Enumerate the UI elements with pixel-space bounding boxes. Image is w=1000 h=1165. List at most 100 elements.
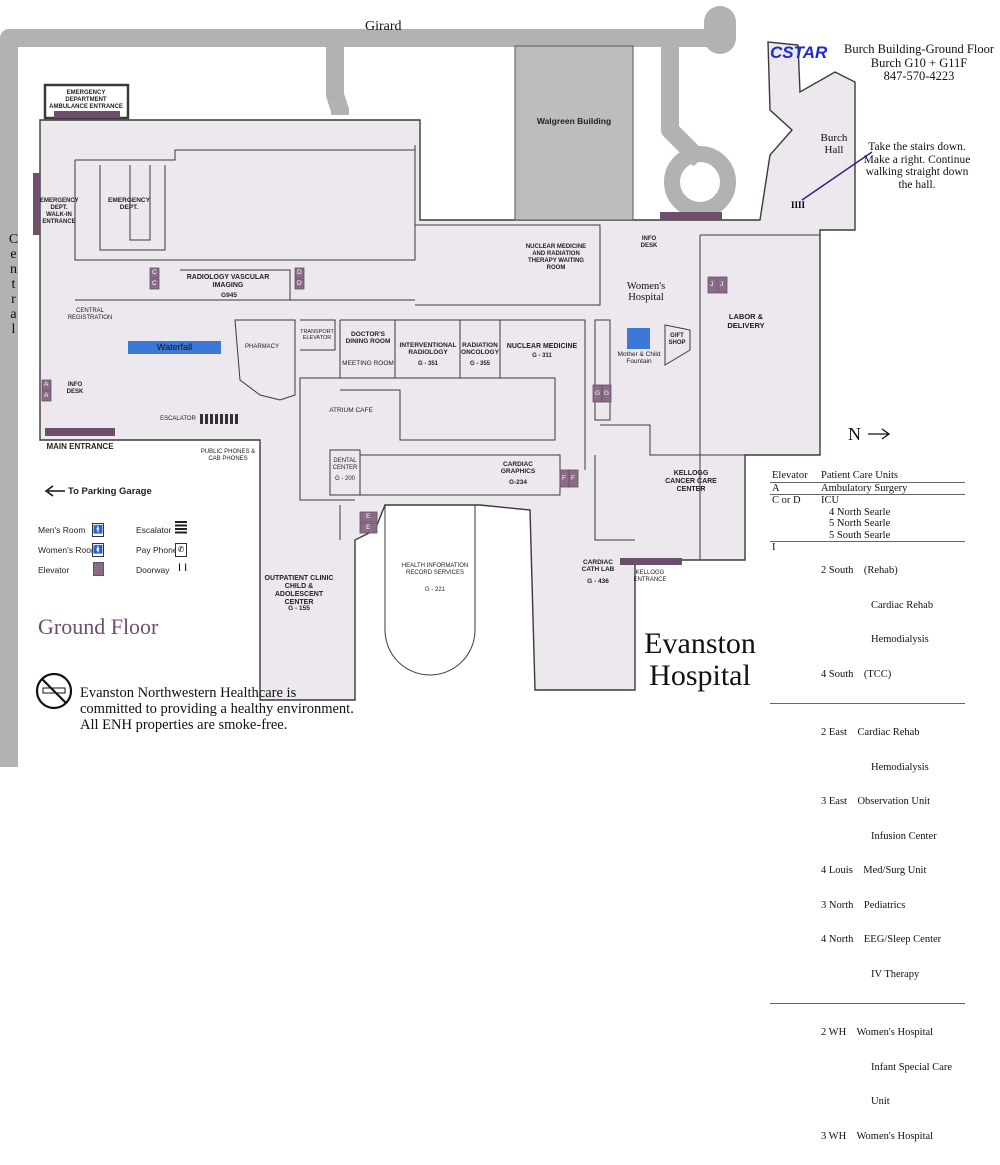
public-phones: PUBLIC PHONES & CAB PHONES xyxy=(198,449,258,463)
north-label: N xyxy=(848,424,861,445)
cardiac-graphics-number: G-234 xyxy=(498,479,538,486)
dental-center: DENTAL CENTER xyxy=(330,458,360,472)
hospital-title: Evanston Hospital xyxy=(638,628,762,692)
womens-hospital-label: Women's Hospital xyxy=(622,281,670,303)
escalator-legend-icon xyxy=(175,521,187,534)
burch-hall-label: Burch Hall xyxy=(815,132,853,156)
unit-entry: Hemodialysis xyxy=(821,634,963,646)
elevator-letter-f2: F xyxy=(571,475,575,482)
info-desk-top: INFO DESK xyxy=(638,236,660,250)
elevator-letter-e2: E xyxy=(366,524,370,531)
elevator-letter-a1: A xyxy=(44,381,48,388)
units-cell: Ambulatory Surgery xyxy=(819,482,965,495)
info-desk-left: INFO DESK xyxy=(63,382,87,396)
stairs-marker: IIII xyxy=(791,200,805,210)
elevator-letter-d2: D xyxy=(297,280,302,287)
unit-entry: Infusion Center xyxy=(821,831,963,843)
nuclear-medicine: NUCLEAR MEDICINE xyxy=(503,343,581,351)
outpatient-clinic: OUTPATIENT CLINIC CHILD & ADOLESCENT CEN… xyxy=(263,575,335,607)
elevator-letter-j2: J xyxy=(720,281,723,288)
radiology-room-number: G945 xyxy=(215,292,243,299)
elevator-letter-g1: G xyxy=(595,390,600,397)
units-group-east: 2 East Cardiac Rehab Hemodialysis 3 East… xyxy=(770,704,965,1004)
elevator-letter-c2: C xyxy=(152,280,157,287)
smoke-free-line-3: All ENH properties are smoke-free. xyxy=(80,717,354,733)
legend-doorway: Doorway xyxy=(136,565,170,575)
nuclear-therapy-waiting: NUCLEAR MEDICINE AND RADIATION THERAPY W… xyxy=(525,244,587,272)
patient-care-units-table: Elevator Patient Care Units A Ambulatory… xyxy=(770,470,965,1165)
units-group-a: A Ambulatory Surgery xyxy=(770,482,965,495)
elevator-cell xyxy=(770,1004,819,1165)
directions-text: Take the stairs down. Make a right. Cont… xyxy=(858,141,976,191)
pay-phone-icon: ✆ xyxy=(175,543,187,557)
units-cell: 2 WH Women's Hospital Infant Special Car… xyxy=(819,1004,965,1165)
street-central-label: Central xyxy=(5,232,21,337)
building-floor xyxy=(40,42,855,700)
units-table-header: Elevator Patient Care Units xyxy=(770,470,965,482)
unit-entry: 3 WH Women's Hospital xyxy=(821,1131,963,1143)
elevator-letter-a2: A xyxy=(44,392,48,399)
doctors-dining: DOCTOR'S DINING ROOM xyxy=(343,331,393,346)
smoke-free-line-2: committed to providing a healthy environ… xyxy=(80,701,354,717)
legend-pay-phone: Pay Phone xyxy=(136,545,178,555)
waterfall-label: Waterfall xyxy=(130,342,219,352)
legend-elevator: Elevator xyxy=(38,565,69,575)
unit-entry: ICU xyxy=(821,495,963,507)
elevator-cell: C or D xyxy=(770,495,819,542)
cstar-logo: CSTAR xyxy=(770,43,827,63)
elevator-letter-c1: C xyxy=(152,269,157,276)
radiology-vascular: RADIOLOGY VASCULAR IMAGING xyxy=(182,274,274,290)
unit-entry: 5 South Searle xyxy=(821,530,963,542)
elevator-icon xyxy=(93,562,104,576)
unit-entry: 2 East Cardiac Rehab xyxy=(821,727,963,739)
units-group-i: I 2 South (Rehab) Cardiac Rehab Hemodial… xyxy=(770,542,965,704)
interventional-radiology: INTERVENTIONAL RADIOLOGY xyxy=(398,342,458,357)
fountain-label: Mother & Child Fountain xyxy=(612,351,666,366)
unit-entry: 4 Louis Med/Surg Unit xyxy=(821,865,963,877)
building-title: Burch Building-Ground Floor xyxy=(838,43,1000,57)
unit-entry: 4 North Searle xyxy=(821,507,963,519)
unit-entry: 2 South (Rehab) xyxy=(821,565,963,577)
pharmacy-label: PHARMACY xyxy=(240,344,284,351)
unit-entry: Cardiac Rehab xyxy=(821,600,963,612)
outpatient-number: G - 155 xyxy=(280,605,318,612)
unit-entry: Infant Special Care xyxy=(821,1062,963,1074)
health-information-records: HEALTH INFORMATION RECORD SERVICES xyxy=(398,563,472,577)
labor-delivery: LABOR & DELIVERY xyxy=(726,313,766,330)
unit-entry: 4 North EEG/Sleep Center xyxy=(821,934,963,946)
elevator-letter-g2: G xyxy=(604,390,609,397)
unit-entry: 3 North Pediatrics xyxy=(821,900,963,912)
womens-room-icon: 🚺 xyxy=(92,543,104,557)
emergency-dept: EMERGENCY DEPT. xyxy=(105,197,153,212)
legend-womens-room: Women's Room xyxy=(38,545,98,555)
smoke-free-notice: Evanston Northwestern Healthcare is comm… xyxy=(80,685,354,733)
units-cell: 2 East Cardiac Rehab Hemodialysis 3 East… xyxy=(819,704,965,1004)
street-central: Central xyxy=(5,232,19,342)
central-registration: CENTRAL REGISTRATION xyxy=(64,308,116,322)
interventional-number: G - 351 xyxy=(408,361,448,368)
nuclear-medicine-number: G - 311 xyxy=(520,353,564,360)
kellogg-entrance: KELLOGG ENTRANCE xyxy=(630,570,670,584)
parking-garage-label: To Parking Garage xyxy=(68,486,152,497)
elevator-cell xyxy=(770,704,819,1004)
phone-number: 847-570-4223 xyxy=(838,70,1000,84)
dental-center-number: G - 200 xyxy=(330,476,360,483)
units-group-cd: C or D ICU 4 North Searle 5 North Searle… xyxy=(770,495,965,542)
cardiac-graphics: CARDIAC GRAPHICS xyxy=(488,461,548,476)
unit-entry: 2 WH Women's Hospital xyxy=(821,1027,963,1039)
atrium-cafe: ATRIUM CAFE xyxy=(322,407,380,414)
emergency-ambulance-entrance: EMERGENCY DEPARTMENT AMBULANCE ENTRANCE xyxy=(47,90,125,111)
emergency-walkin-entrance: EMERGENCY DEPT. WALK-IN ENTRANCE xyxy=(40,198,78,226)
ground-floor-title: Ground Floor xyxy=(38,614,158,640)
units-cell: 2 South (Rehab) Cardiac Rehab Hemodialys… xyxy=(819,542,965,704)
gift-shop: GIFT SHOP xyxy=(666,333,688,347)
col-units-header: Patient Care Units xyxy=(819,470,965,482)
health-information-number: G - 221 xyxy=(418,587,452,594)
elevator-letter-j1: J xyxy=(710,281,713,288)
elevator-letter-d1: D xyxy=(297,269,302,276)
room-numbers: Burch G10 + G11F xyxy=(838,57,1000,71)
unit-entry: Hemodialysis xyxy=(821,762,963,774)
unit-entry: 4 South (TCC) xyxy=(821,669,963,681)
kellogg-cancer-center: KELLOGG CANCER CARE CENTER xyxy=(660,470,722,494)
transport-elevator: TRANSPORT ELEVATOR xyxy=(300,329,334,342)
